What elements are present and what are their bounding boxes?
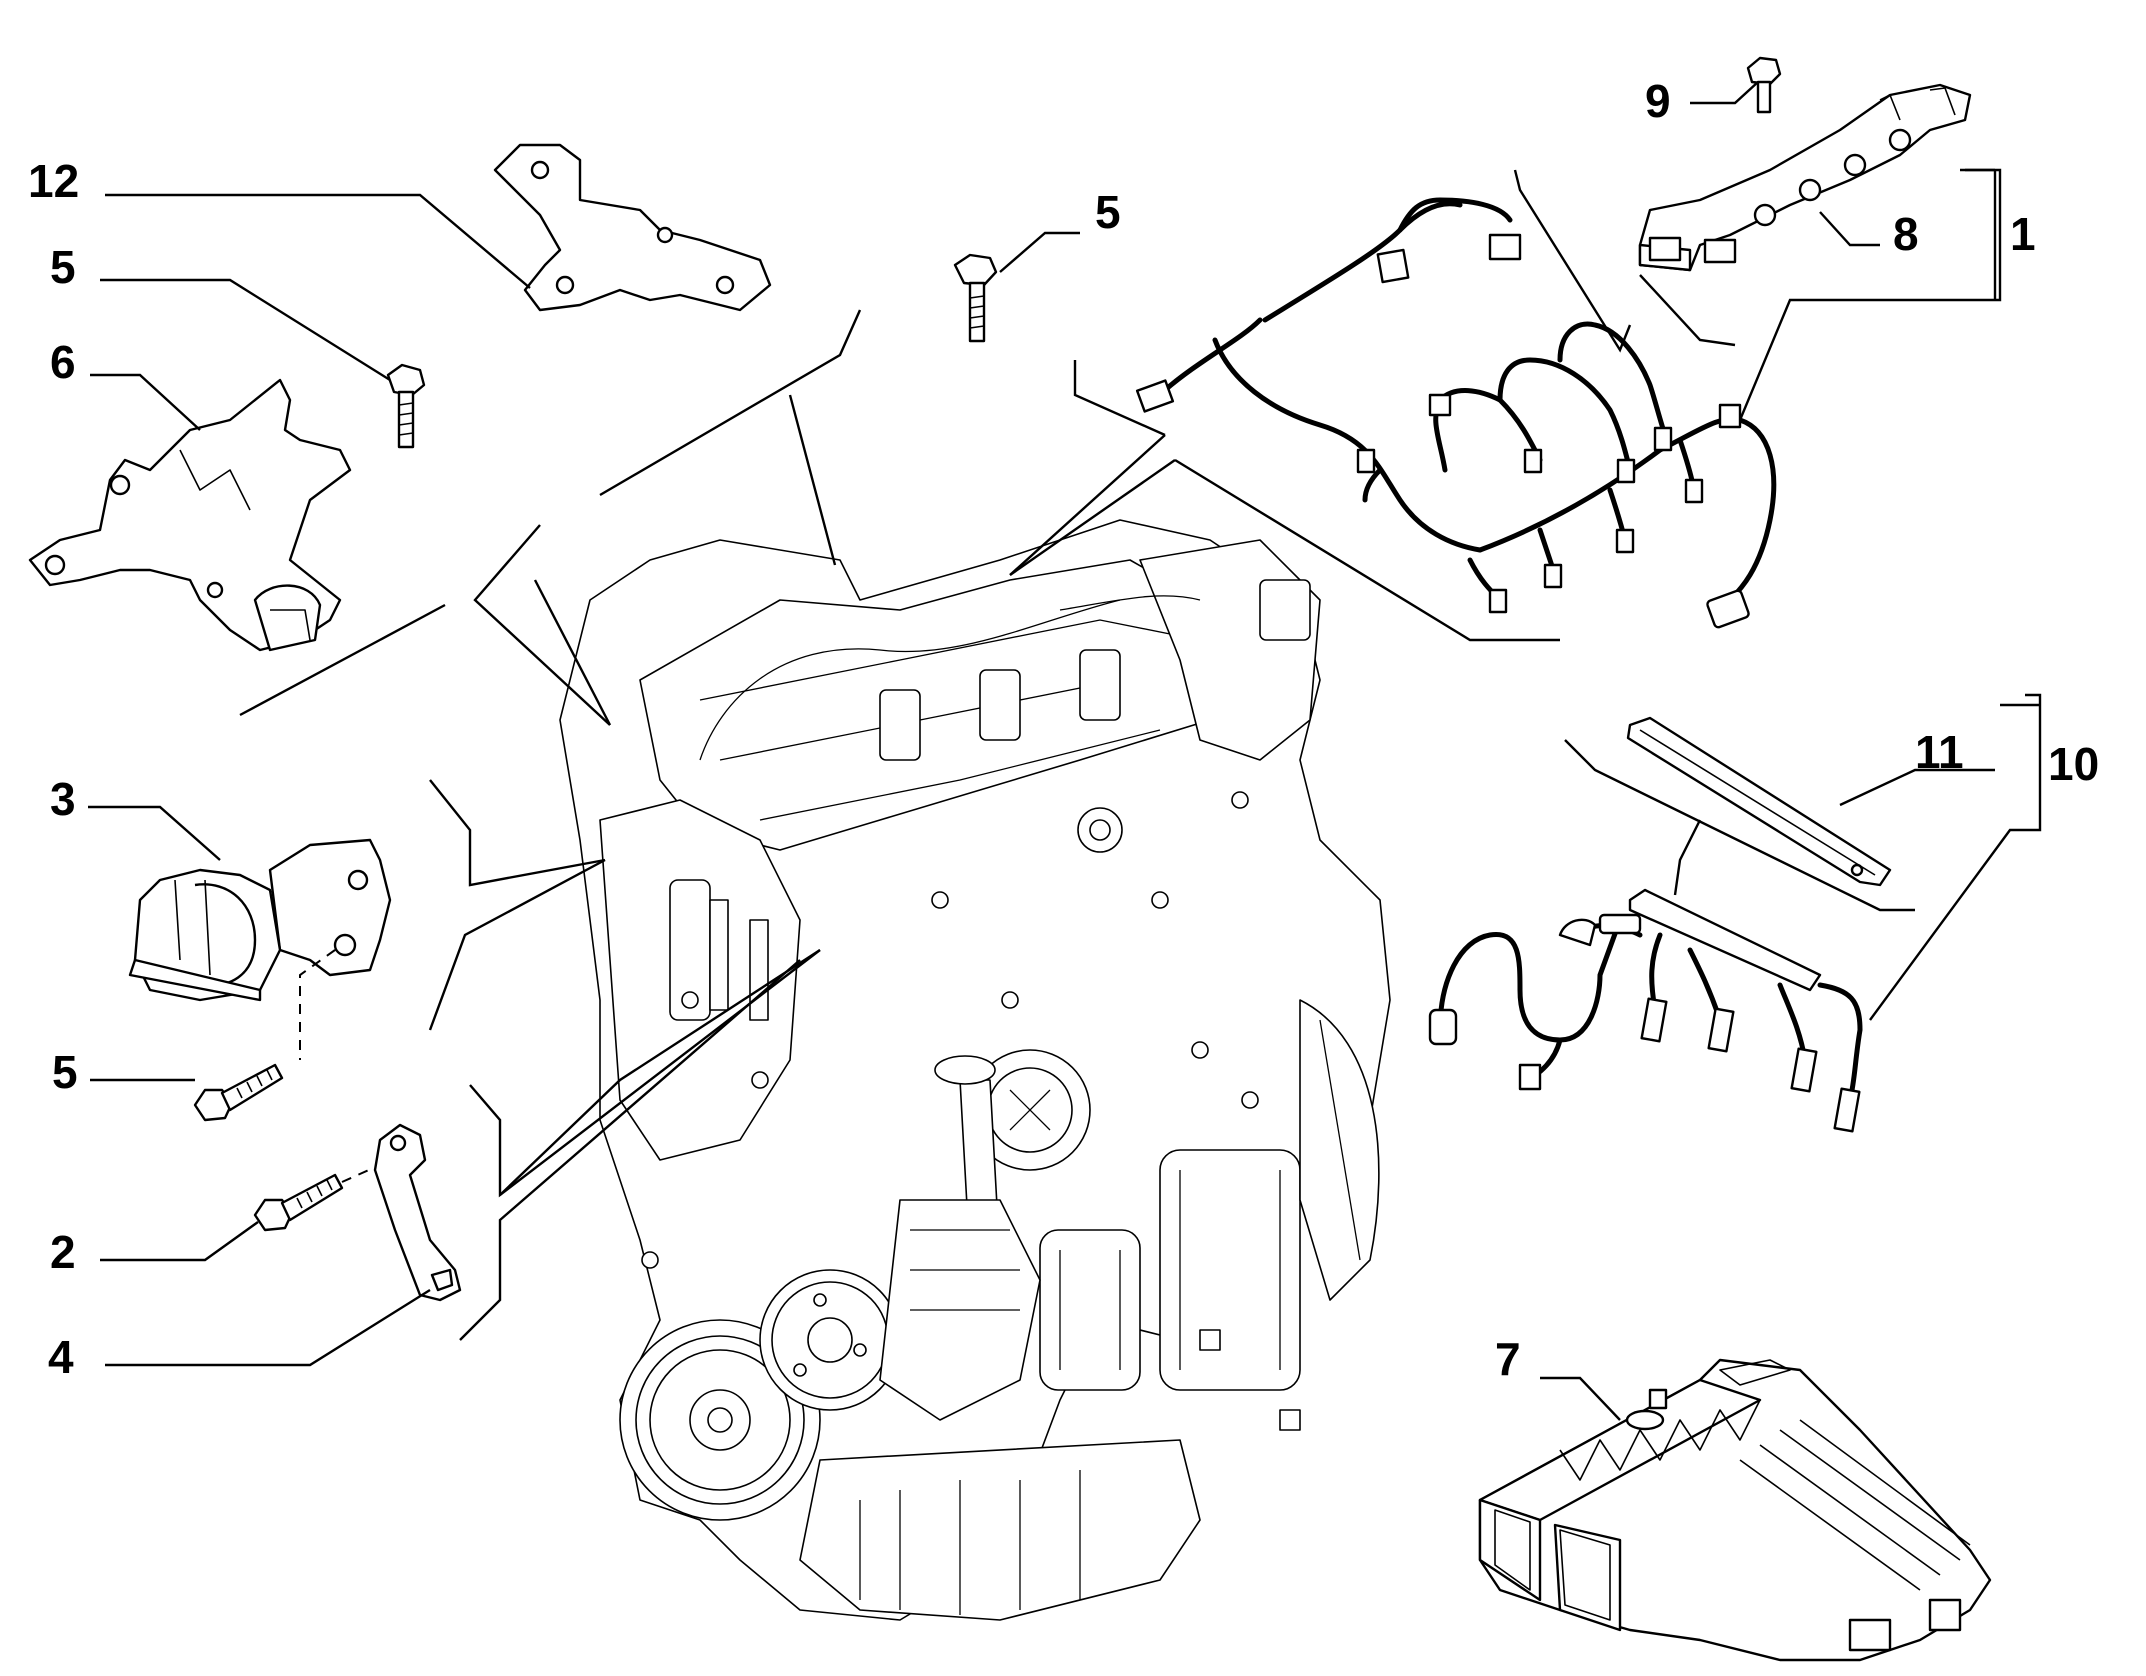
callout-11: 11 bbox=[1915, 726, 1964, 778]
engine-assembly bbox=[559, 519, 1391, 1621]
part-9-bolt bbox=[1746, 56, 1782, 114]
part-7-ecu bbox=[1478, 1358, 1992, 1662]
part-4-bracket bbox=[373, 1123, 462, 1302]
part-3-sensor-bracket bbox=[128, 838, 392, 1060]
callout-1: 1 bbox=[2010, 208, 2036, 260]
callout-7: 7 bbox=[1495, 1333, 1521, 1385]
callout-12: 12 bbox=[28, 155, 79, 207]
callout-9: 9 bbox=[1645, 75, 1671, 127]
part-11-cover-strip bbox=[1626, 716, 1892, 887]
part-8-fuel-rail bbox=[1638, 83, 1972, 272]
callout-2: 2 bbox=[50, 1226, 76, 1278]
callout-5-top: 5 bbox=[1095, 186, 1121, 238]
callout-8: 8 bbox=[1893, 208, 1919, 260]
callout-10: 10 bbox=[2048, 738, 2099, 790]
callout-6: 6 bbox=[50, 336, 76, 388]
callout-4: 4 bbox=[48, 1331, 74, 1383]
callout-labels: 12 5 6 3 5 2 4 5 9 8 1 11 10 7 bbox=[28, 75, 2099, 1385]
part-1-wiring-harness bbox=[1135, 197, 1777, 629]
callout-5-upper-left: 5 bbox=[50, 241, 76, 293]
part-5-bolt-top bbox=[953, 253, 998, 343]
part-12-bracket bbox=[493, 143, 772, 312]
callout-3: 3 bbox=[50, 773, 76, 825]
part-10-injector-harness bbox=[1428, 888, 1863, 1133]
callout-5-lower-left: 5 bbox=[52, 1046, 78, 1098]
part-2-bolt bbox=[253, 1164, 381, 1232]
part-5-bolt-lower bbox=[193, 1063, 284, 1122]
part-6-bracket bbox=[28, 378, 352, 652]
part-5-bolt-upper bbox=[386, 363, 426, 449]
leader-lines bbox=[88, 81, 2042, 1421]
